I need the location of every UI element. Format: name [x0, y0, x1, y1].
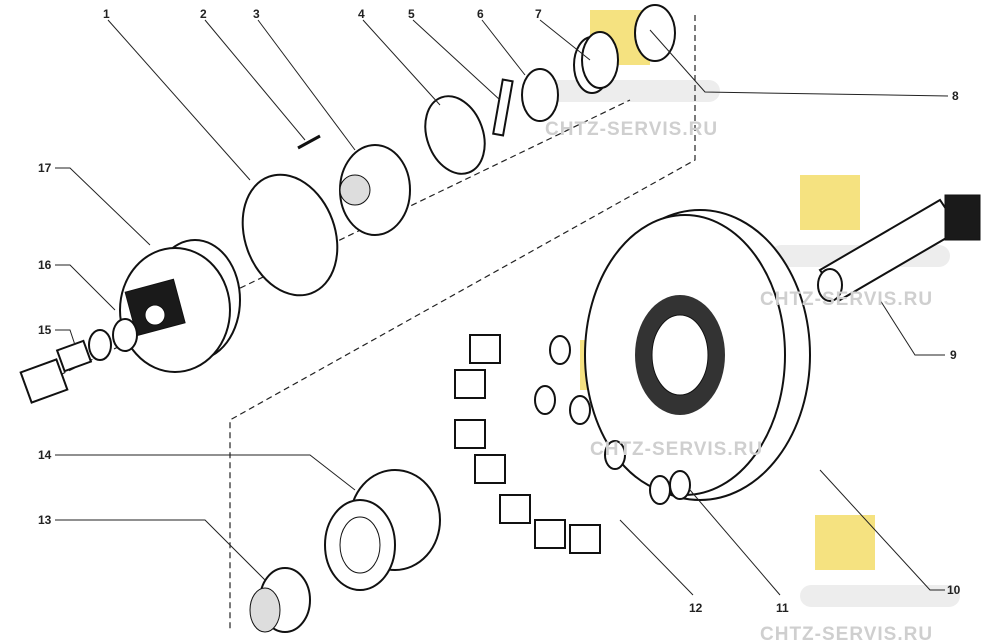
part-17-cover: [119, 239, 241, 373]
callout-9: 9: [950, 348, 957, 362]
part-14-bearing-housing: [324, 469, 441, 591]
part-11-washers: [534, 335, 691, 505]
callout-17: 17: [38, 161, 52, 175]
watermark-text: CHTZ-SERVIS.RU: [760, 624, 933, 642]
part-3-flange-nut: [339, 144, 411, 236]
callout-12: 12: [689, 601, 703, 615]
callout-3: 3: [253, 7, 260, 21]
part-1-gasket: [241, 173, 339, 297]
part-6-washer: [521, 68, 559, 122]
part-7-spring: [573, 31, 619, 94]
callout-8: 8: [952, 89, 959, 103]
callout-14: 14: [38, 448, 52, 462]
part-4-o-ring: [424, 95, 486, 175]
part-5-pin: [492, 78, 514, 137]
part-13-gear: [249, 567, 311, 633]
callout-15: 15: [38, 323, 52, 337]
watermark-text: CHTZ-SERVIS.RU: [545, 119, 718, 140]
assembly-dashed-line: [229, 15, 696, 630]
part-10-hub: [584, 209, 811, 501]
callout-5: 5: [408, 7, 415, 21]
part-12-bolts: [454, 334, 601, 554]
part-2-cotter-pin: [297, 134, 321, 150]
part-8-shim: [634, 4, 676, 62]
callout-2: 2: [200, 7, 207, 21]
callout-10: 10: [947, 583, 961, 597]
watermark-text: CHTZ-SERVIS.RU: [590, 439, 763, 460]
part-9-shaft: [817, 194, 981, 302]
callout-6: 6: [477, 7, 484, 21]
callout-13: 13: [38, 513, 52, 527]
watermark-text: CHTZ-SERVIS.RU: [760, 289, 933, 310]
callout-1: 1: [103, 7, 110, 21]
leader-lines: [55, 19, 949, 596]
part-16-washers: [88, 318, 138, 361]
callout-16: 16: [38, 258, 52, 272]
part-15-banjo-bolt: [19, 339, 93, 404]
callout-7: 7: [535, 7, 542, 21]
callout-11: 11: [776, 601, 789, 615]
callout-4: 4: [358, 7, 365, 21]
